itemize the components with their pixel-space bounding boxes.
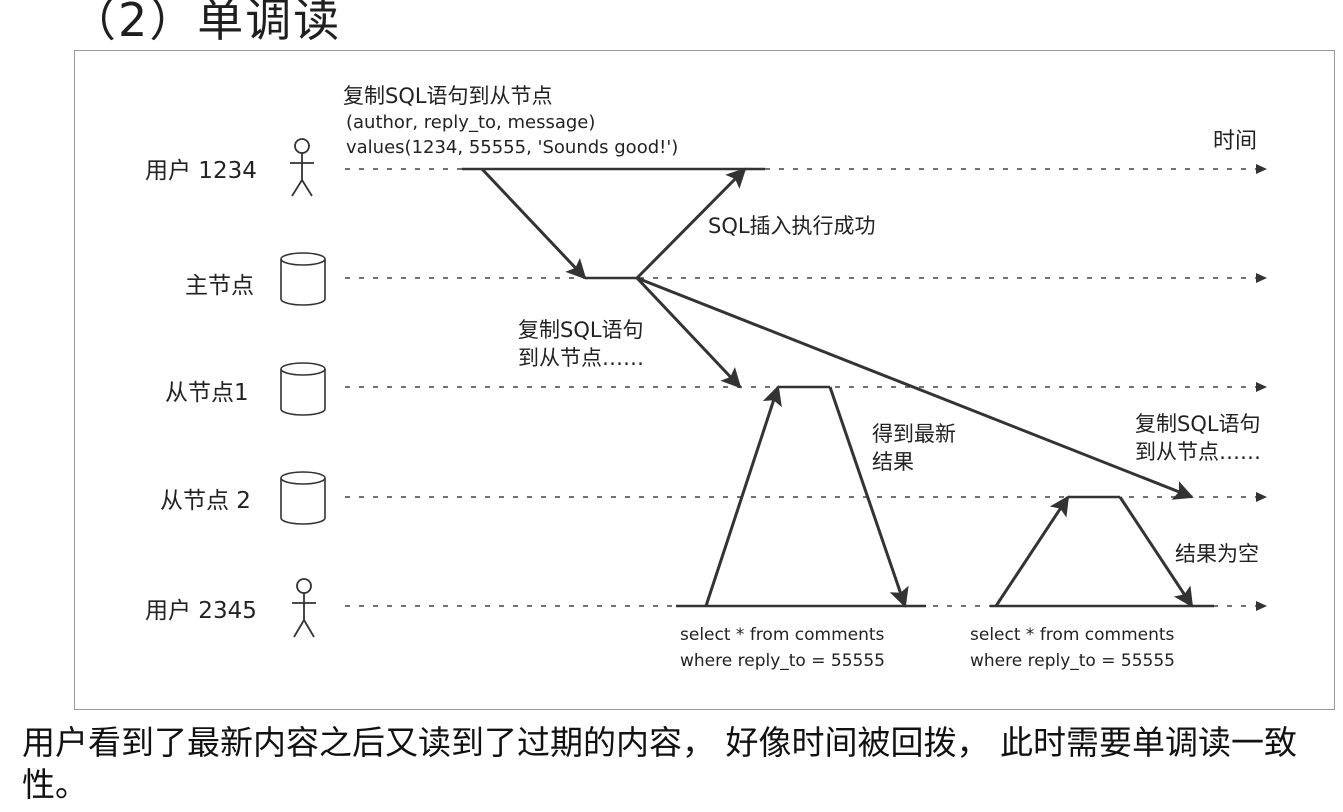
query-2-line2: where reply_to = 55555 [970,651,1175,671]
time-arrowhead-3 [1256,382,1267,392]
user-1234-icon [290,138,314,197]
read-response-2-arrow [1118,496,1194,608]
read-response-1-arrow [828,386,909,608]
lane-label-leader: 主节点 [185,273,254,299]
write-annotation-line3: values(1234, 55555, 'Sounds good!') [346,137,678,158]
time-arrowhead-1 [1256,164,1267,174]
lane-label-user-2345: 用户 2345 [145,598,257,624]
replicate-annotation-1-line2: 到从节点…… [518,346,644,370]
query-2-line1: select * from comments [970,625,1175,645]
query-1-line2: where reply_to = 55555 [680,651,885,671]
replicate-annotation-2-line1: 复制SQL语句 [1135,412,1261,436]
leader-database-icon [280,252,326,306]
replicate-annotation-2-line2: 到从节点…… [1135,440,1261,464]
insert-ok-arrow [635,167,747,280]
follower-2-database-icon [280,471,326,525]
lane-label-follower-2: 从节点 2 [160,488,251,514]
replicate-annotation-1-line1: 复制SQL语句 [518,318,644,342]
got-latest-annotation-line1: 得到最新 [872,422,956,446]
replicate-to-follower-1-arrow [635,276,742,389]
diagram-frame [74,50,1335,710]
slide-caption: 用户看到了最新内容之后又读到了过期的内容， 好像时间被回拨， 此时需要单调读一致… [22,723,1297,804]
empty-result-annotation: 结果为空 [1175,542,1259,566]
write-annotation-line2: (author, reply_to, message) [346,112,595,133]
write-request-arrow [480,167,587,280]
follower-1-database-icon [280,362,326,416]
slide-heading: （2）单调读 [70,0,342,47]
user-2345-icon [292,578,316,638]
lane-label-follower-1: 从节点1 [165,380,249,406]
time-arrowhead-4 [1256,492,1267,502]
time-arrowhead-2 [1256,273,1267,283]
got-latest-annotation-line2: 结果 [872,450,914,474]
write-annotation-line1: 复制SQL语句到从节点 [343,84,553,108]
read-request-2-arrow [994,495,1070,607]
lane-label-user-1234: 用户 1234 [145,158,257,184]
time-arrowhead-5 [1256,601,1267,611]
time-label: 时间 [1213,129,1257,154]
insert-success-annotation: SQL插入执行成功 [708,214,876,238]
replicate-to-follower-2-arrow [636,276,1194,500]
query-1-line1: select * from comments [680,625,885,645]
read-request-1-arrow [704,385,782,607]
